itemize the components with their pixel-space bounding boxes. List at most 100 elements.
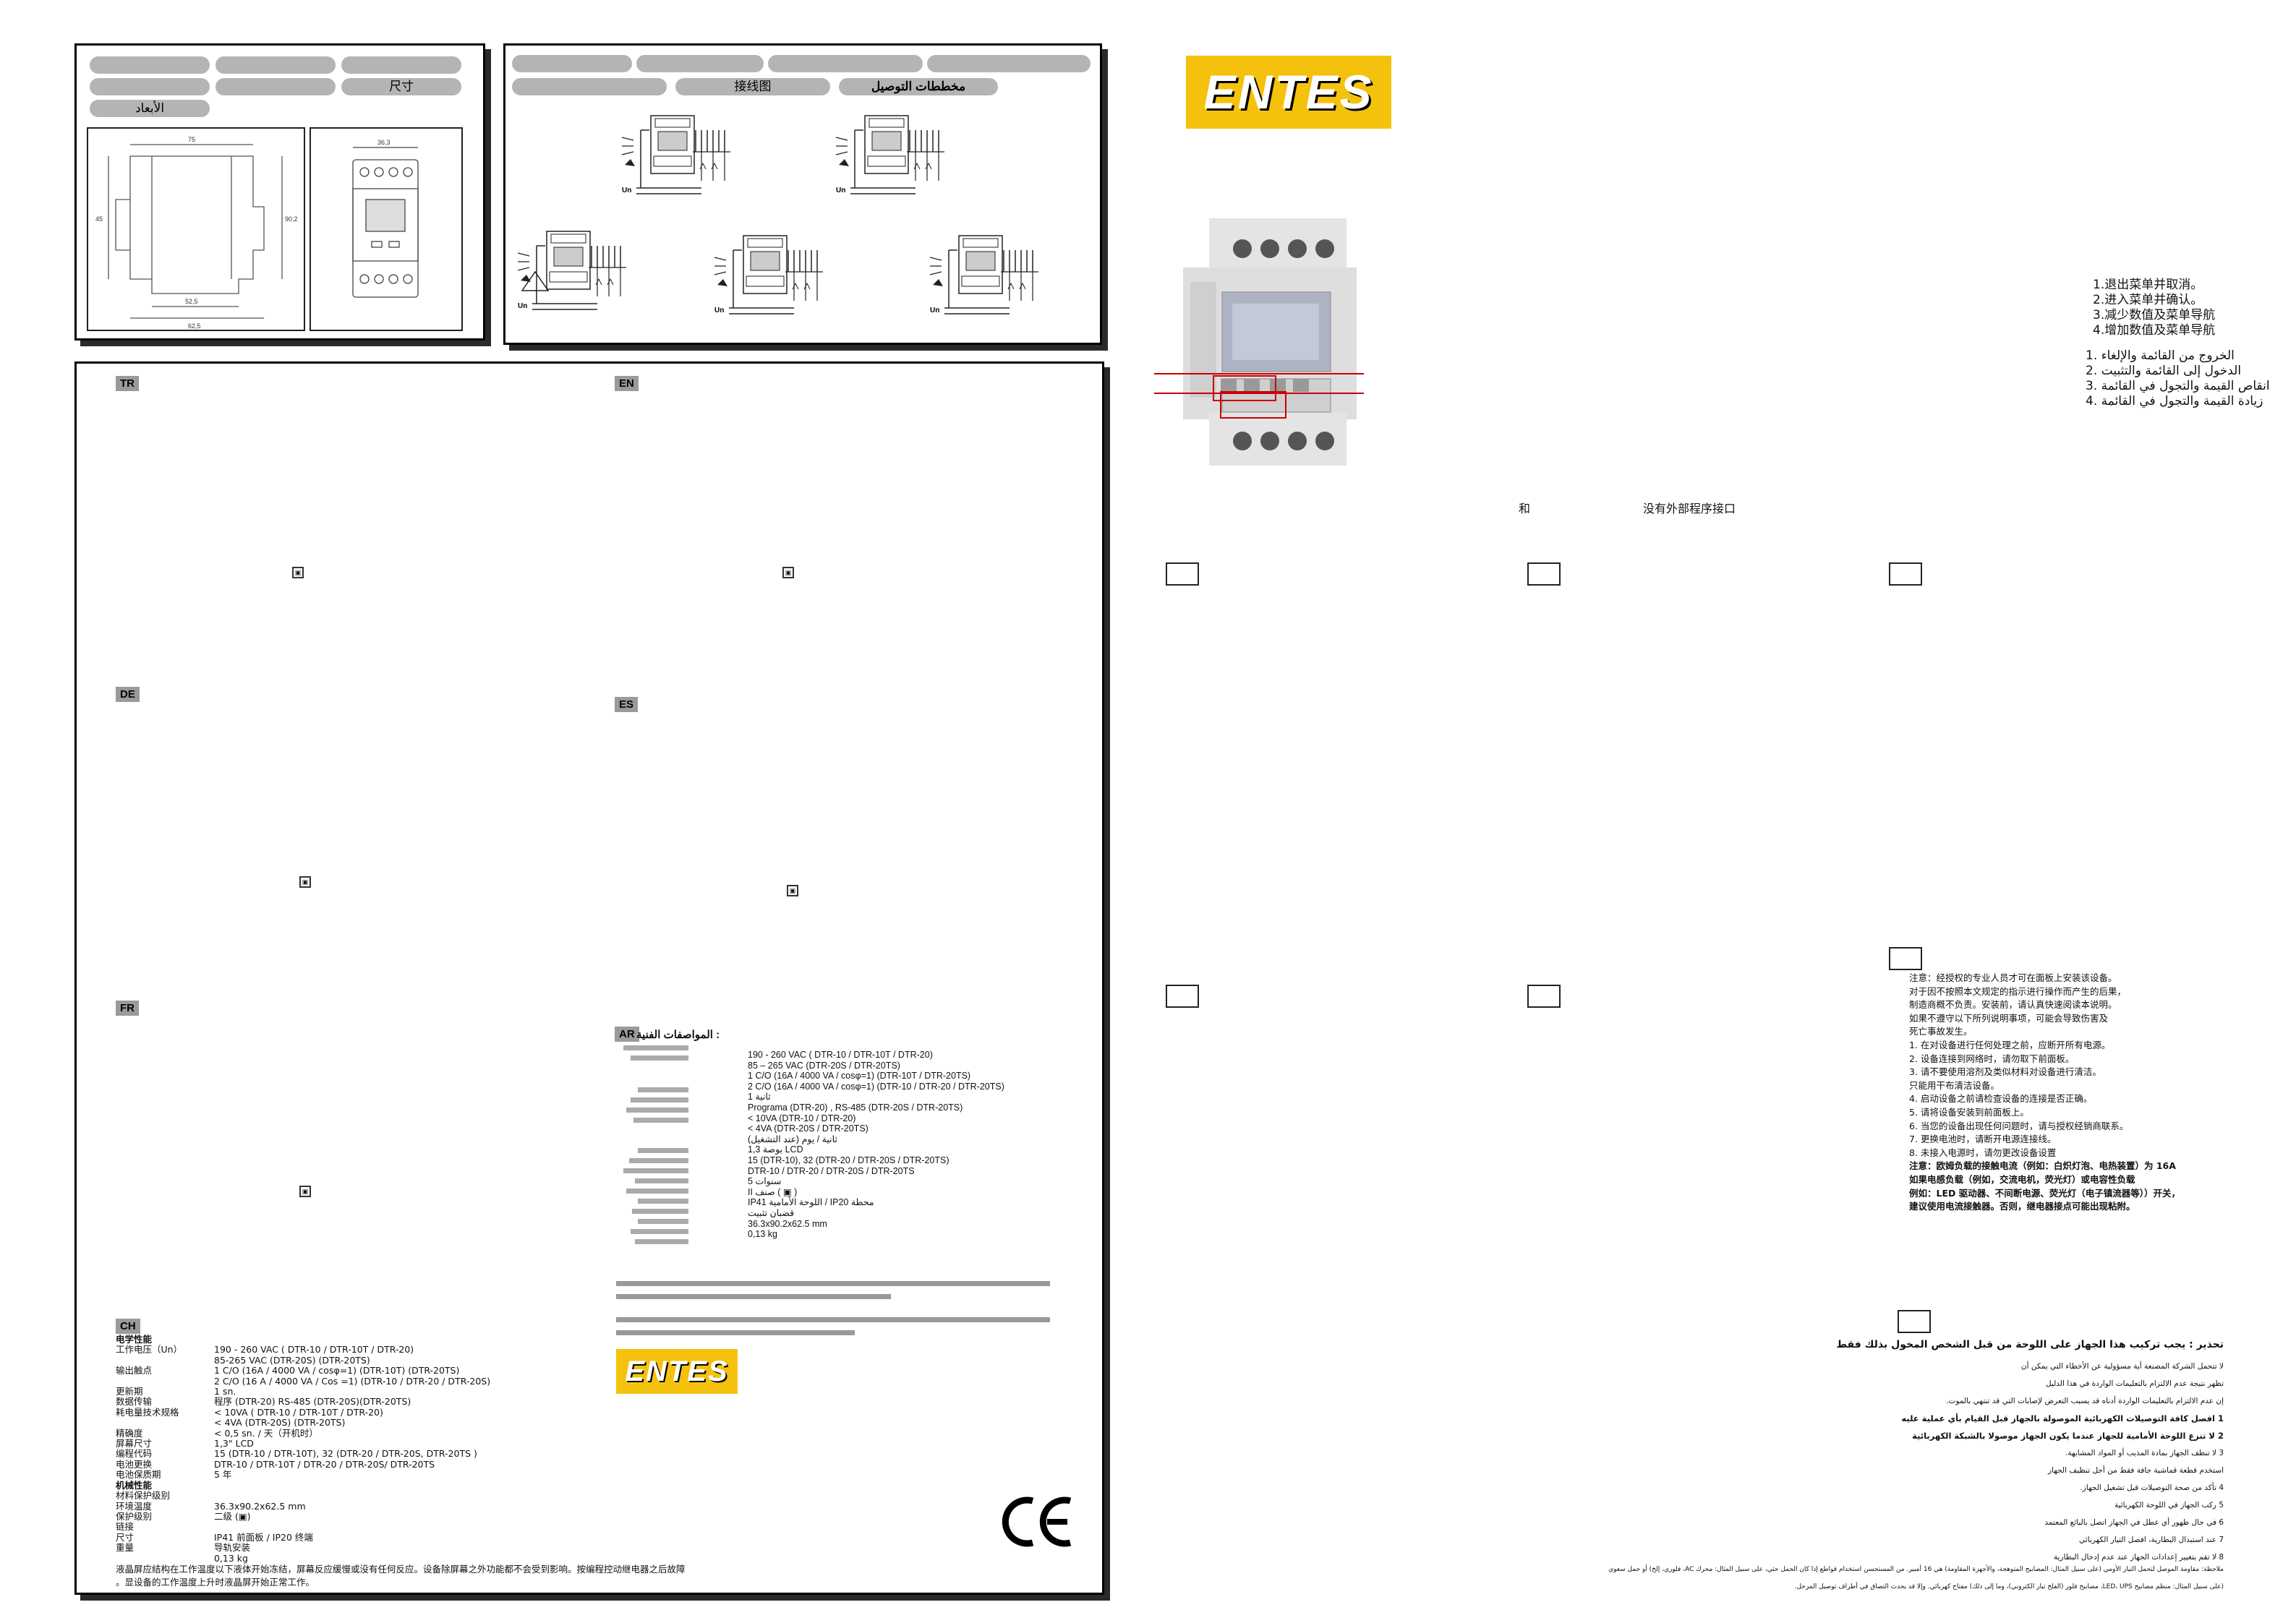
warning-line: استخدم قطعة قماشية جافة فقط من أجل تنظيف… bbox=[2048, 1466, 2224, 1475]
ar-warning: لا تتحمل الشركة المصنعة أية مسؤولية عن ا… bbox=[1501, 1358, 2224, 1566]
dimensions-pill-ar: الأبعاد bbox=[90, 100, 210, 117]
spec-key: 编程代码 bbox=[116, 1448, 153, 1460]
spec-value: < 10VA ( DTR-10 / DTR-10T / DTR-20) bbox=[214, 1406, 383, 1418]
legend-item: 4.增加数值及菜单导航 bbox=[2093, 323, 2216, 338]
svg-text:52,5: 52,5 bbox=[185, 298, 198, 305]
ar-specs-labels bbox=[616, 1044, 725, 1268]
spec-value: 1 sn. bbox=[214, 1386, 236, 1397]
warning-line: 死亡事故发生。 bbox=[1909, 1026, 1973, 1037]
warning-line: 1 افصل كافة التوصيلات الكهربائية الموصول… bbox=[1901, 1413, 2224, 1423]
legend-item: 1. الخروج من القائمة والإلغاء bbox=[2086, 348, 2235, 363]
ar-spec-value: < 4VA (DTR-20S / DTR-20TS) bbox=[748, 1123, 869, 1134]
spec-value: 0,13 kg bbox=[214, 1552, 248, 1564]
svg-text:75: 75 bbox=[188, 136, 195, 143]
class-ii-symbol: ▣ bbox=[299, 1186, 311, 1197]
port-note-left: 和 bbox=[1519, 502, 1531, 515]
warning-line: 1. 在对设备进行任何处理之前，应断开所有电源。 bbox=[1909, 1039, 2111, 1050]
legend-item: 3. انقاص القيمة والتجول في القائمة bbox=[2086, 379, 2270, 393]
lang-tag-de: DE bbox=[116, 687, 140, 702]
dimensions-pill-2 bbox=[215, 56, 336, 74]
spec-value: 2 C/O (16 A / 4000 VA / Cos =1) (DTR-10 … bbox=[214, 1375, 491, 1387]
warning-line: 如果电感负载（例如，交流电机，荧光灯）或电容性负载 bbox=[1909, 1173, 2135, 1185]
spec-key: 数据传输 bbox=[116, 1396, 153, 1408]
manual-panel bbox=[74, 361, 1104, 1595]
spec-key: 耗电量技术规格 bbox=[116, 1406, 179, 1418]
warning-line: لا تتحمل الشركة المصنعة أية مسؤولية عن ا… bbox=[2020, 1362, 2224, 1371]
lang-tag-es: ES bbox=[615, 697, 639, 712]
logo-text: ENTES bbox=[625, 1356, 729, 1387]
ar-spec-value: Programa (DTR-20) , RS-485 (DTR-20S / DT… bbox=[748, 1102, 963, 1113]
dimensions-pill-3 bbox=[341, 56, 461, 74]
svg-text:36,3: 36,3 bbox=[377, 139, 391, 146]
ar-warning-title: تحذير : يجب تركيب هذا الجهاز على اللوحة … bbox=[1836, 1339, 2224, 1350]
ch-lcd-note: 液晶屏应结构在工作温度以下液体开始冻结，屏幕反应缓慢或没有任何反应。设备除屏幕之… bbox=[116, 1564, 686, 1575]
legend-item: 2. الدخول إلى القائمة والتثبيت bbox=[2086, 364, 2242, 378]
spec-key: 工作电压（Un） bbox=[116, 1344, 183, 1356]
lang-tag-fr: FR bbox=[116, 1001, 139, 1016]
language-flag-box bbox=[1527, 562, 1561, 586]
spec-value: IP41 前面板 / IP20 终端 bbox=[214, 1531, 313, 1543]
warning-line: 3. 请不要使用溶剂及类似材料对设备进行清洁。 bbox=[1909, 1066, 2101, 1078]
ar-spec-value: 1 ثانية bbox=[748, 1092, 771, 1102]
ch-warning: 注意：经授权的专业人员才可在面板上安装该设备。 对于因不按照本文规定的指示进行操… bbox=[1909, 972, 2180, 1214]
spec-key: 更新期 bbox=[116, 1386, 143, 1397]
legend-item: 2.进入菜单并确认。 bbox=[2093, 293, 2203, 307]
warning-line: 如果不遵守以下所列说明事项，可能会导致伤害及 bbox=[1909, 1012, 2109, 1024]
ar-spec-value: 85 – 265 VAC (DTR-20S / DTR-20TS) bbox=[748, 1060, 900, 1071]
spec-value: 二级 (▣) bbox=[214, 1510, 251, 1522]
spec-key bbox=[116, 1356, 214, 1366]
ar-warning-note: ملاحظة: مقاومة الموصل لتحمل التيار الأوم… bbox=[1608, 1566, 2224, 1573]
spec-key: 尺寸 bbox=[116, 1531, 135, 1543]
wiring-pill-5 bbox=[512, 78, 667, 95]
warning-line: 4 تأكد من صحة التوصيلات قبل تشغيل الجهاز… bbox=[2080, 1483, 2224, 1492]
ar-spec-value: قضبان تثبيت bbox=[748, 1207, 795, 1218]
ar-spec-value: < 10VA (DTR-10 / DTR-20) bbox=[748, 1113, 856, 1123]
wiring-pill-2 bbox=[636, 55, 764, 72]
spec-value: DTR-10 / DTR-10T / DTR-20 / DTR-20S/ DTR… bbox=[214, 1458, 435, 1470]
wiring-pill-ar: مخططات التوصيل bbox=[839, 78, 998, 95]
class-ii-symbol: ▣ bbox=[292, 567, 304, 578]
warning-line: 6 في حال ظهور أي عطل في الجهاز اتصل بالب… bbox=[2044, 1518, 2224, 1527]
spec-key: 电池更换 bbox=[116, 1458, 153, 1470]
dimensions-pill-1 bbox=[90, 56, 210, 74]
ar-notes-text bbox=[616, 1281, 1050, 1335]
button-legend-ar: 1. الخروج من القائمة والإلغاء 2. الدخول … bbox=[2086, 348, 2270, 409]
language-flag-box bbox=[1889, 947, 1922, 970]
ar-spec-value: 0,13 kg bbox=[748, 1229, 778, 1240]
lang-tag-ch: CH bbox=[116, 1319, 140, 1334]
spec-key bbox=[116, 1418, 214, 1428]
spec-key: 屏幕尺寸 bbox=[116, 1438, 153, 1449]
language-flag-box bbox=[1889, 562, 1922, 586]
ar-spec-value: 1 C/O (16A / 4000 VA / cosφ=1) (DTR-10T … bbox=[748, 1071, 971, 1082]
spec-key: 精确度 bbox=[116, 1427, 143, 1439]
ar-warning-note-2: (على سبيل المثال: منظم مصابيح LED، UPS، … bbox=[1794, 1583, 2224, 1590]
spec-key: 保护级别 bbox=[116, 1510, 153, 1522]
warning-line: 只能用干布清洁设备。 bbox=[1909, 1079, 2000, 1091]
language-flag-box bbox=[1166, 985, 1199, 1008]
spec-value: 程序 (DTR-20) RS-485 (DTR-20S)(DTR-20TS) bbox=[214, 1396, 411, 1408]
class-ii-symbol: ▣ bbox=[782, 567, 794, 578]
ch-specs-title: 电学性能 bbox=[116, 1334, 153, 1345]
warning-line: 注意：欧姆负载的接触电流（例如：白炽灯泡、电热装置）为 16A bbox=[1909, 1160, 2176, 1172]
warning-line: إن عدم الالتزام بالتعليمات الواردة أدناه… bbox=[1946, 1397, 2224, 1405]
front-dimension-drawing: 36,3 bbox=[310, 127, 463, 331]
ar-specs-values: 190 - 260 VAC ( DTR-10 / DTR-10T / DTR-2… bbox=[748, 1050, 1004, 1240]
button-legend-cn: 1.退出菜单并取消。 2.进入菜单并确认。 3.减少数值及菜单导航 4.增加数值… bbox=[2093, 278, 2215, 338]
spec-value: 1,3" LCD bbox=[214, 1438, 254, 1449]
warning-line: 2 لا تنزع اللوحة الأمامية للجهاز عندما ي… bbox=[1912, 1431, 2224, 1441]
warning-line: 4. 启动设备之前请检查设备的连接是否正确。 bbox=[1909, 1093, 2093, 1105]
ar-spec-value: IP41 اللوحة الأمامية / IP20 محطة bbox=[748, 1197, 874, 1208]
ar-spec-value: (عند التشغيل) ثانية / يوم bbox=[748, 1134, 837, 1144]
warning-line: 6. 当您的设备出现任何问题时，请与授权经销商联系。 bbox=[1909, 1120, 2129, 1131]
svg-text:62,5: 62,5 bbox=[188, 322, 201, 330]
spec-key: 电池保质期 bbox=[116, 1469, 161, 1481]
legend-item: 3.减少数值及菜单导航 bbox=[2093, 308, 2216, 322]
spec-key: 重量 bbox=[116, 1542, 135, 1554]
warning-line: 对于因不按照本文规定的指示进行操作而产生的后果， bbox=[1909, 985, 2127, 997]
legend-item: 4. زيادة القيمة والتجول في القائمة bbox=[2086, 394, 2263, 408]
warning-line: 8. 未接入电源时，请勿更改设备设置 bbox=[1909, 1147, 2057, 1158]
ar-specs-title: المواصفات الفنية : bbox=[636, 1029, 720, 1041]
spec-value: 36.3x90.2x62.5 mm bbox=[214, 1500, 306, 1512]
warning-line: 制造商概不负责。安装前，请认真快速阅读本说明。 bbox=[1909, 999, 2117, 1011]
dimensions-pill-4 bbox=[90, 78, 210, 95]
